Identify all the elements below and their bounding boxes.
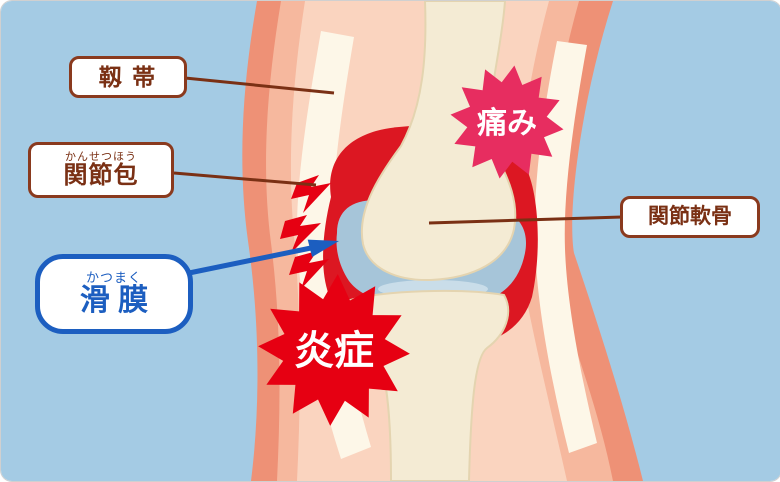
joint-capsule-connector-line — [173, 171, 317, 187]
lightning-bolt-icon — [280, 215, 321, 253]
synovium-furigana: かつまく — [85, 270, 142, 286]
joint-capsule-label: 関節包 — [63, 162, 139, 190]
ligament-label: 靱 帯 — [98, 63, 158, 90]
lightning-bolt-icon — [289, 251, 329, 289]
ligament-connector-line — [184, 76, 335, 95]
inflammation-burst-label: 炎症 — [294, 329, 374, 373]
cartilage-label: 関節軟骨 — [648, 204, 732, 228]
ligament-band-back — [534, 41, 597, 453]
cartilage-connector-line — [428, 215, 623, 225]
joint-capsule-furigana: かんせつほう — [65, 150, 137, 163]
ligament-label-box: 靱 帯 — [69, 56, 187, 98]
synovium-arrow-icon — [307, 239, 339, 257]
cartilage-label-box: 関節軟骨 — [620, 196, 760, 238]
synovium-connector-line — [188, 245, 312, 276]
synovium-label: 滑 膜 — [79, 284, 149, 318]
pain-burst — [450, 65, 564, 179]
inflammation-burst — [258, 274, 410, 426]
synovium-label-box: かつまく 滑 膜 — [35, 254, 193, 334]
joint-capsule-label-box: かんせつほう 関節包 — [28, 142, 174, 198]
pain-burst-label: 痛み — [477, 107, 537, 140]
